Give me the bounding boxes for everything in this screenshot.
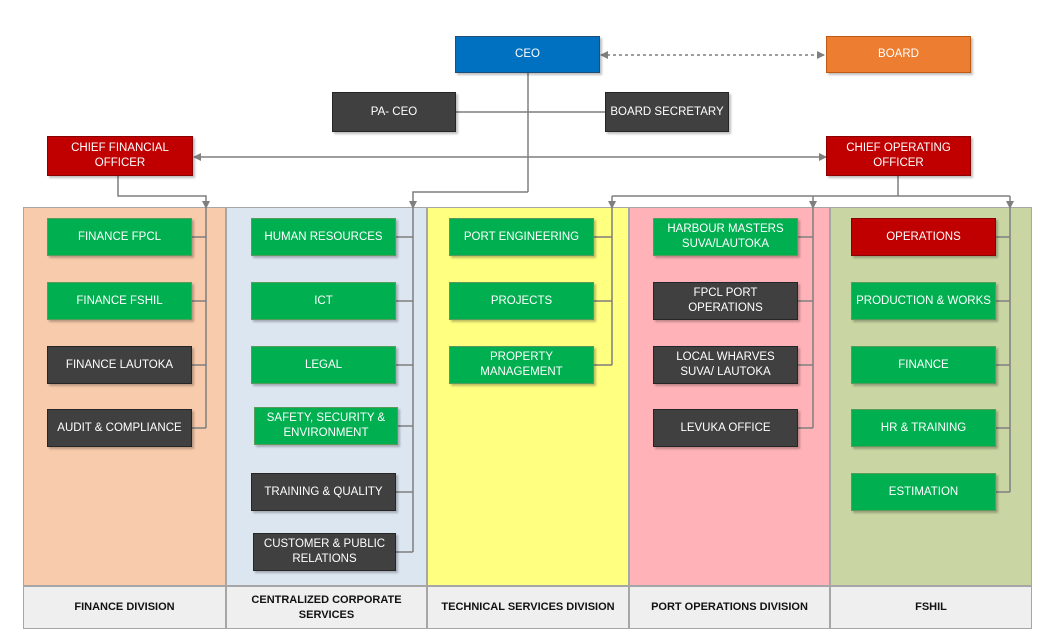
fshil-column [830,207,1032,586]
unit-levuka-office[interactable]: LEVUKA OFFICE [653,409,798,447]
unit-estimation[interactable]: ESTIMATION [851,473,996,511]
unit-operations[interactable]: OPERATIONS [851,218,996,256]
cfo-box[interactable]: CHIEF FINANCIAL OFFICER [47,136,193,176]
coo-box[interactable]: CHIEF OPERATING OFFICER [826,136,971,176]
division-label-corporate: CENTRALIZED CORPORATE SERVICES [226,586,427,629]
division-label-fshil: FSHIL [830,586,1032,629]
division-label-port-operations: PORT OPERATIONS DIVISION [629,586,830,629]
ceo-box[interactable]: CEO [455,36,600,73]
unit-finance-fshil[interactable]: FINANCE FSHIL [47,282,192,320]
board-box[interactable]: BOARD [826,36,971,73]
unit-production-works[interactable]: PRODUCTION & WORKS [851,282,996,320]
unit-ict[interactable]: ICT [251,282,396,320]
unit-safety-security-environment[interactable]: SAFETY, SECURITY & ENVIRONMENT [254,407,398,445]
unit-training-quality[interactable]: TRAINING & QUALITY [251,473,396,511]
technical-services-column [427,207,629,586]
unit-property-management[interactable]: PROPERTY MANAGEMENT [449,346,594,384]
unit-human-resources[interactable]: HUMAN RESOURCES [251,218,396,256]
unit-finance-lautoka[interactable]: FINANCE LAUTOKA [47,346,192,384]
finance-division-column [23,207,226,586]
cfo-to-finance [117,176,210,209]
unit-hr-training[interactable]: HR & TRAINING [851,409,996,447]
unit-audit-compliance[interactable]: AUDIT & COMPLIANCE [47,409,192,447]
ceo-to-corporate [409,191,528,209]
unit-local-wharves[interactable]: LOCAL WHARVES SUVA/ LAUTOKA [653,346,798,384]
division-label-technical: TECHNICAL SERVICES DIVISION [427,586,629,629]
division-label-finance: FINANCE DIVISION [23,586,226,629]
unit-legal[interactable]: LEGAL [251,346,396,384]
pa-ceo-box[interactable]: PA- CEO [332,92,456,132]
port-operations-column [629,207,830,586]
unit-fshil-finance[interactable]: FINANCE [851,346,996,384]
unit-finance-fpcl[interactable]: FINANCE FPCL [47,218,192,256]
unit-harbour-masters[interactable]: HARBOUR MASTERS SUVA/LAUTOKA [653,218,798,256]
unit-customer-public-relations[interactable]: CUSTOMER & PUBLIC RELATIONS [253,533,396,571]
unit-fpcl-port-operations[interactable]: FPCL PORT OPERATIONS [653,282,798,320]
corporate-services-column [226,207,427,586]
unit-port-engineering[interactable]: PORT ENGINEERING [449,218,594,256]
board-secretary-box[interactable]: BOARD SECRETARY [605,92,729,132]
unit-projects[interactable]: PROJECTS [449,282,594,320]
